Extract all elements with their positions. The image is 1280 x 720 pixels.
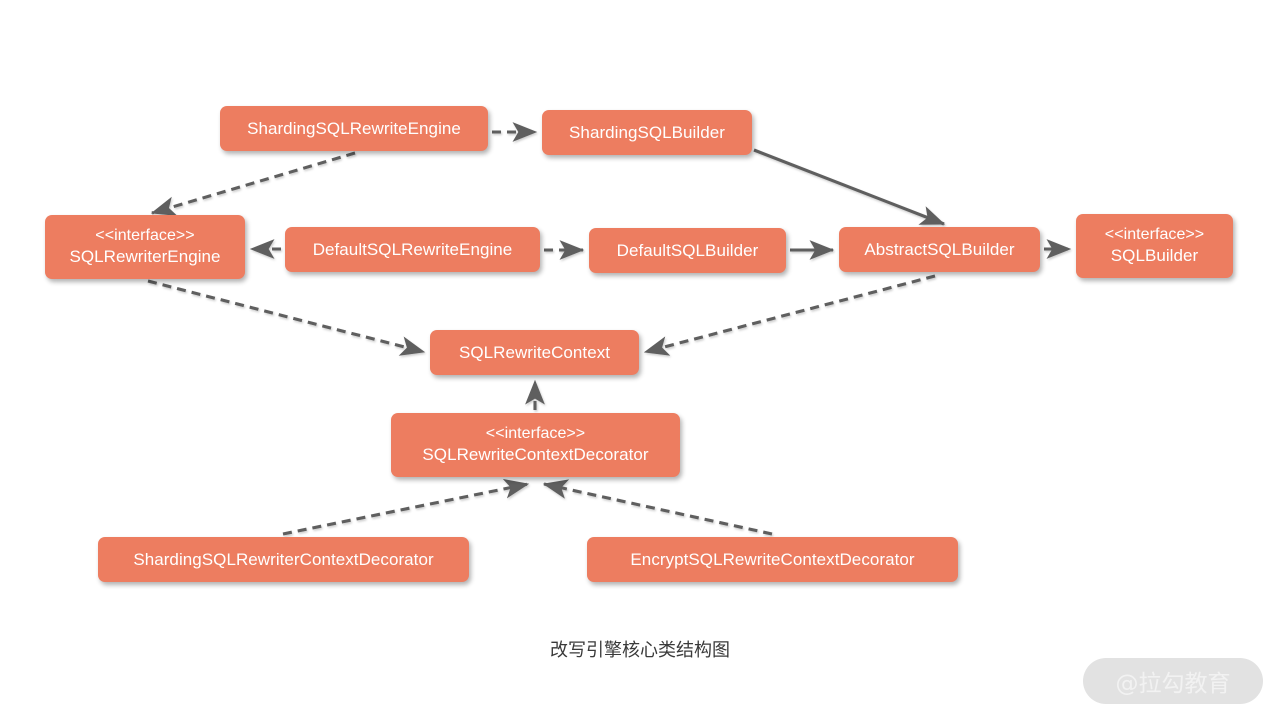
node-label: ShardingSQLRewriteEngine [247, 118, 461, 138]
node-label: AbstractSQLBuilder [864, 239, 1015, 259]
edge-abstract-builder-to-rewrite-context [643, 274, 936, 356]
node-stereotype: <<interface>> [485, 424, 586, 442]
node-label: EncryptSQLRewriteContextDecorator [630, 549, 915, 569]
node-label: DefaultSQLBuilder [616, 240, 759, 260]
node-label: DefaultSQLRewriteEngine [312, 239, 513, 259]
node-default-sql-rewrite-engine[interactable]: DefaultSQLRewriteEngine [285, 227, 540, 272]
node-sharding-sql-builder[interactable]: ShardingSQLBuilder [542, 110, 752, 155]
diagram-caption: 改写引擎核心类结构图 [550, 640, 730, 661]
edge-sharding-engine-to-rewriter-engine [150, 151, 356, 216]
node-sql-rewrite-context-decorator[interactable]: <<interface>> SQLRewriteContextDecorator [391, 413, 680, 477]
edge-rewriter-engine-to-rewrite-context [147, 279, 426, 356]
node-abstract-sql-builder[interactable]: AbstractSQLBuilder [839, 227, 1040, 272]
node-label: ShardingSQLBuilder [569, 122, 725, 142]
node-stereotype: <<interface>> [95, 226, 195, 244]
node-sql-rewrite-context[interactable]: SQLRewriteContext [430, 330, 639, 375]
node-label: ShardingSQLRewriterContextDecorator [133, 549, 434, 569]
node-sharding-sql-rewriter-context-decorator[interactable]: ShardingSQLRewriterContextDecorator [98, 537, 469, 582]
node-label: SQLBuilder [1110, 246, 1199, 266]
node-stereotype: <<interface>> [1104, 225, 1205, 243]
edge-encrypt-decorator-to-context-decorator [542, 479, 773, 536]
edge-sharding-decorator-to-context-decorator [282, 478, 530, 536]
node-label: SQLRewriteContextDecorator [422, 445, 649, 465]
node-default-sql-builder[interactable]: DefaultSQLBuilder [589, 228, 786, 273]
node-sql-rewriter-engine[interactable]: <<interface>> SQLRewriterEngine [45, 215, 245, 279]
node-label: SQLRewriteContext [458, 342, 611, 362]
edge-sharding-builder-to-abstract-builder [753, 148, 946, 226]
node-label: SQLRewriterEngine [69, 247, 221, 267]
node-sql-builder[interactable]: <<interface>> SQLBuilder [1076, 214, 1233, 278]
node-sharding-sql-rewrite-engine[interactable]: ShardingSQLRewriteEngine [220, 106, 488, 151]
watermark-badge: @拉勾教育 [1083, 658, 1263, 704]
node-encrypt-sql-rewrite-context-decorator[interactable]: EncryptSQLRewriteContextDecorator [587, 537, 958, 582]
